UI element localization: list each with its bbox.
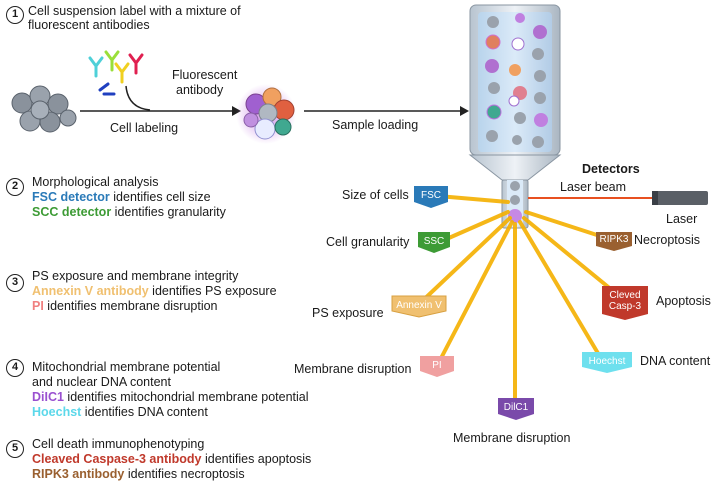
- casp3-label: Apoptosis: [656, 294, 711, 308]
- ssc-label: Cell granularity: [326, 235, 410, 249]
- step-4-title: Mitochondrial membrane potential: [32, 360, 221, 374]
- step-1-line-1: Cell suspension label with a mixture of: [28, 4, 241, 18]
- step-4-title-line-2: and nuclear DNA content: [32, 375, 171, 389]
- hoechst-label: DNA content: [640, 354, 711, 368]
- laser-icon: [528, 191, 708, 205]
- ssc-tag: SSC: [423, 236, 445, 247]
- detector-ssc: [418, 232, 450, 253]
- detector-hoechst: [582, 352, 632, 373]
- step-3-title: PS exposure and membrane integrity: [32, 269, 239, 283]
- step-1-line-2: fluorescent antibodies: [28, 18, 150, 32]
- cells-in-tube-icon: [485, 13, 548, 223]
- dilc1-tag: DilC1: [503, 402, 529, 413]
- annexin-v-label: PS exposure: [312, 306, 384, 320]
- labeled-cell-cluster-icon: [236, 84, 296, 144]
- dilc1-label: Membrane disruption: [453, 431, 571, 445]
- step-5-number: 5: [6, 440, 24, 458]
- step-5-line-1: Cleaved Caspase-3 antibody identifies ap…: [32, 452, 312, 466]
- pi-tag: PI: [432, 360, 442, 371]
- fsc-tag: FSC: [421, 190, 441, 201]
- casp3-tag: Cleved Casp-3: [608, 290, 642, 312]
- step-5-line-2: RIPK3 antibody identifies necroptosis: [32, 467, 245, 481]
- step-2-number: 2: [6, 178, 24, 196]
- step-1-number: 1: [6, 6, 24, 24]
- step-3-line-2: PI identifies membrane disruption: [32, 299, 218, 313]
- ripk3-tag: RIPK3: [599, 234, 629, 245]
- detectors-title: Detectors: [582, 162, 640, 176]
- detector-annexin-v: [391, 295, 447, 318]
- laser-beam-label: Laser beam: [560, 180, 627, 194]
- pi-label: Membrane disruption: [294, 362, 412, 376]
- cell-labeling-label: Cell labeling: [110, 121, 179, 135]
- step-2-line-2: SCC detector identifies granularity: [32, 205, 226, 219]
- step-2-line-1: FSC detector identifies cell size: [32, 190, 211, 204]
- step-5-title: Cell death immunophenotyping: [32, 437, 205, 451]
- hoechst-tag: Hoechst: [588, 356, 626, 367]
- sample-loading-label: Sample loading: [332, 118, 419, 132]
- sample-loading-arrow: [304, 106, 469, 116]
- fsc-label: Size of cells: [342, 188, 409, 202]
- ripk3-label: Necroptosis: [634, 233, 700, 247]
- detector-cleaved-casp3: [602, 286, 648, 320]
- annexin-v-tag: Annexin V: [396, 300, 442, 311]
- step-3-number: 3: [6, 274, 24, 292]
- step-4-line-2: Hoechst identifies DNA content: [32, 405, 208, 419]
- detector-dilc1: [498, 398, 534, 420]
- fluorescent-antibody-label-line-2: antibody: [176, 83, 224, 97]
- fluorescent-antibody-label-line-1: Fluorescent: [172, 68, 238, 82]
- detector-beams: [416, 194, 620, 402]
- step-2-title: Morphological analysis: [32, 175, 159, 189]
- detector-ripk3: [596, 232, 632, 251]
- unlabeled-cell-cluster-icon: [11, 85, 77, 133]
- detector-fsc: [414, 186, 448, 208]
- detector-pi: [420, 356, 454, 377]
- antibody-mixture-icon: [88, 50, 144, 96]
- laser-label: Laser: [666, 212, 698, 226]
- step-4-number: 4: [6, 359, 24, 377]
- step-3-line-1: Annexin V antibody identifies PS exposur…: [32, 284, 277, 298]
- step-4-line-1: DiIC1 identifies mitochondrial membrane …: [32, 390, 309, 404]
